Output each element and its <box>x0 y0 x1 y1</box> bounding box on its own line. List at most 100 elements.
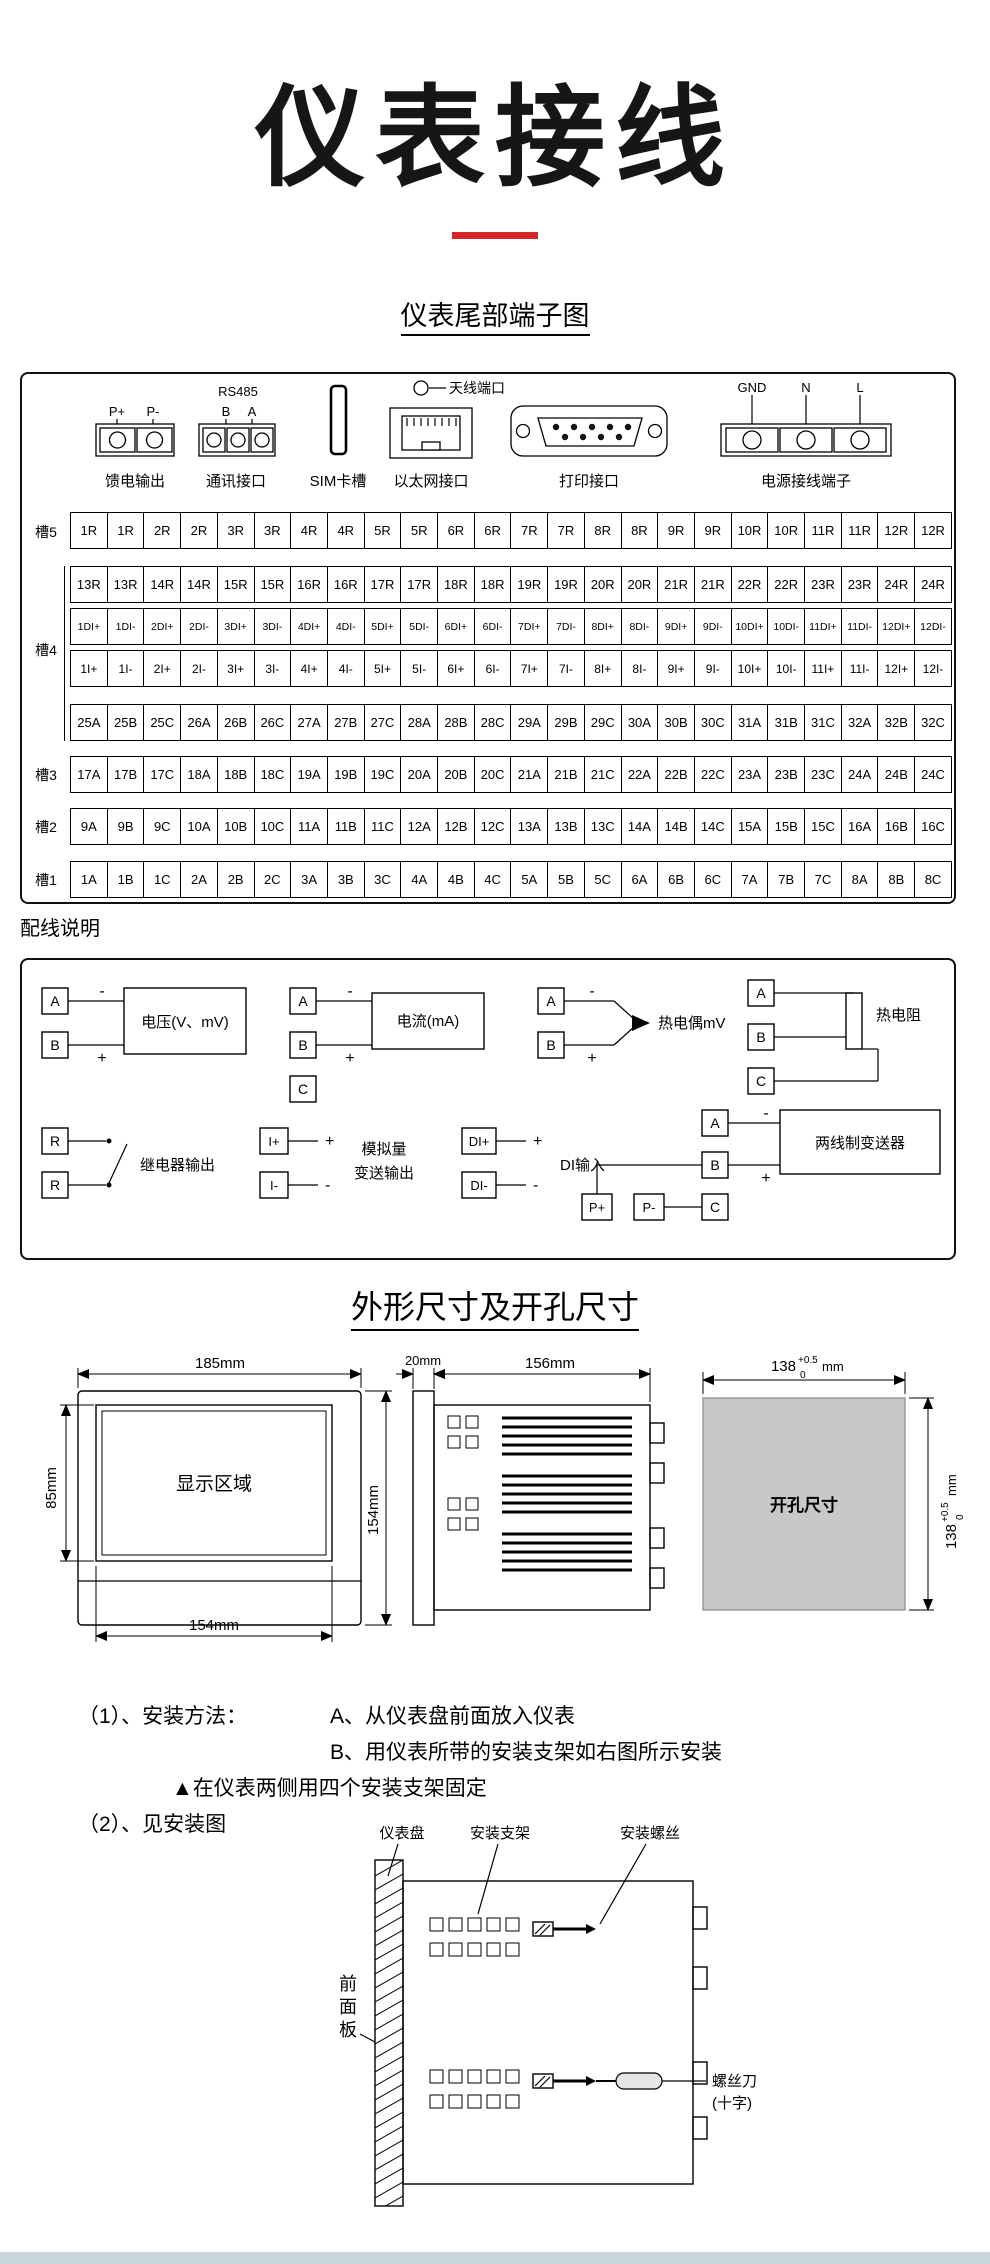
terminal-cell: 1C <box>143 861 182 898</box>
hole-dim-unit: mm <box>944 1474 959 1496</box>
vent-slots <box>502 1416 632 1572</box>
terminal-cell: 28C <box>473 704 512 741</box>
screw-terminal-icon <box>230 432 246 448</box>
terminal-cell: 14R <box>143 566 182 603</box>
terminal-cell: 7R <box>547 512 585 549</box>
terminal-cell: 19A <box>290 756 328 793</box>
terminal-cell: 20A <box>400 756 439 793</box>
terminal-cell: 3C <box>363 861 402 898</box>
terminal-label: R <box>50 1133 60 1149</box>
terminal-cell: 5R <box>400 512 439 549</box>
terminal-cell: 14A <box>620 808 659 845</box>
terminal-cell: 4B <box>437 861 475 898</box>
terminal-cell: 13R <box>106 566 145 603</box>
terminal-label: P+ <box>589 1200 605 1215</box>
terminal-cell: 19R <box>547 566 585 603</box>
wiring-diagrams: A B - + 电压(V、mV) A B C - + <box>41 979 941 1221</box>
polarity-plus: + <box>761 1170 770 1187</box>
terminal-cell: 4I- <box>326 650 365 687</box>
resistor-icon <box>845 992 863 1050</box>
terminal-cell: 32A <box>840 704 879 741</box>
terminal-label: B <box>546 1037 555 1053</box>
terminal-cell: 11DI+ <box>804 608 842 645</box>
bracket-label: 安装支架 <box>470 1825 530 1842</box>
relay-wiring: R R 继电器输出 <box>41 1127 215 1199</box>
terminal-cell: 15B <box>767 808 806 845</box>
terminal-label: I+ <box>268 1134 279 1149</box>
comm-port: RS485 B A 通讯接口 <box>198 384 276 490</box>
terminal-cell: 8I+ <box>583 650 622 687</box>
terminal-cell: 2DI- <box>180 608 218 645</box>
power-terminal-label: 电源接线端子 <box>761 473 851 490</box>
terminal-cell: 8B <box>877 861 916 898</box>
terminal-cell: 7C <box>804 861 842 898</box>
width-dim-label: 185mm <box>195 1355 245 1372</box>
terminal-cell: 22R <box>730 566 769 603</box>
terminal-label: B <box>50 1037 59 1053</box>
terminal-cell: 19R <box>510 566 549 603</box>
hole-dim-value: 138 <box>943 1524 960 1549</box>
terminal-cell: 5A <box>510 861 549 898</box>
screw-label: 安装螺丝 <box>620 1825 680 1842</box>
polarity-minus: - <box>347 983 352 1000</box>
terminal-cell: 5DI- <box>400 608 439 645</box>
terminal-cell: 20B <box>437 756 475 793</box>
power-terminal: GND N L 电源接线端子 <box>720 380 892 490</box>
terminal-cell: 3R <box>253 512 292 549</box>
terminal-label: C <box>756 1073 766 1089</box>
terminal-cell: 6I- <box>473 650 512 687</box>
thermocouple-arrow-icon <box>632 1015 650 1031</box>
terminal-cell: 15C <box>804 808 842 845</box>
terminal-cell: 25A <box>70 704 108 741</box>
terminal-cell: 26B <box>216 704 255 741</box>
terminal-cell: 4DI+ <box>290 608 328 645</box>
polarity-plus: + <box>325 1133 334 1150</box>
thermocouple-label: 热电偶mV <box>658 1015 726 1032</box>
hole-dim-tol-lower: 0 <box>955 1514 966 1520</box>
terminal-cell: 19B <box>326 756 365 793</box>
terminal-label: DI- <box>470 1178 487 1193</box>
terminal-section-title: 仪表尾部端子图 <box>0 294 990 336</box>
terminal-cell: 6R <box>473 512 512 549</box>
terminal-cell: 3B <box>326 861 365 898</box>
display-width-dim-label: 154mm <box>189 1617 239 1634</box>
terminal-cell: 2A <box>180 861 218 898</box>
terminal-cell: 5B <box>547 861 585 898</box>
screwdriver-label: 螺丝刀 <box>712 2073 757 2090</box>
terminal-cell: 3R <box>216 512 255 549</box>
terminal-cell: 9A <box>70 808 108 845</box>
terminal-cell: 16C <box>914 808 952 845</box>
terminal-cell: 1R <box>70 512 108 549</box>
dimension-drawings: 显示区域 185mm 85mm 154mm 154mm <box>43 1353 966 1642</box>
polarity-minus: - <box>325 1177 330 1194</box>
terminal-cell: 17C <box>143 756 182 793</box>
cutout-label: 开孔尺寸 <box>770 1495 838 1515</box>
terminal-cell: 9DI- <box>693 608 732 645</box>
screwdriver-handle-icon <box>615 2072 663 2090</box>
terminal-cell: 7I- <box>547 650 585 687</box>
terminal-label: A <box>50 993 60 1009</box>
terminal-cell: 22R <box>767 566 806 603</box>
terminal-cell: 4R <box>326 512 365 549</box>
terminal-cell: 14C <box>693 808 732 845</box>
terminal-cell: 1DI- <box>106 608 145 645</box>
terminal-cell: 11I- <box>840 650 879 687</box>
mounting-clip-icon <box>649 1527 665 1549</box>
terminal-row: 1I+1I-2I+2I-3I+3I-4I+4I-5I+5I-6I+6I-7I+7… <box>70 650 952 687</box>
terminal-cell: 3I+ <box>216 650 255 687</box>
terminal-cell: 27A <box>290 704 328 741</box>
polarity-plus: + <box>345 1050 354 1067</box>
rtd-wiring: A B C 热电阻 <box>747 979 921 1095</box>
terminal-cell: 6R <box>437 512 475 549</box>
rear-terminal-panel: P+ P- 馈电输出 RS485 B A <box>20 372 956 904</box>
terminal-cell: 30C <box>693 704 732 741</box>
terminal-cell: 28B <box>437 704 475 741</box>
analog-output-label: 变送输出 <box>354 1165 414 1182</box>
p-minus-label: P- <box>147 404 160 419</box>
install-step2: （2）、见安装图 <box>78 1813 227 1836</box>
bottom-mounting-bracket <box>429 2069 596 2109</box>
terminal-cell: 21C <box>583 756 622 793</box>
